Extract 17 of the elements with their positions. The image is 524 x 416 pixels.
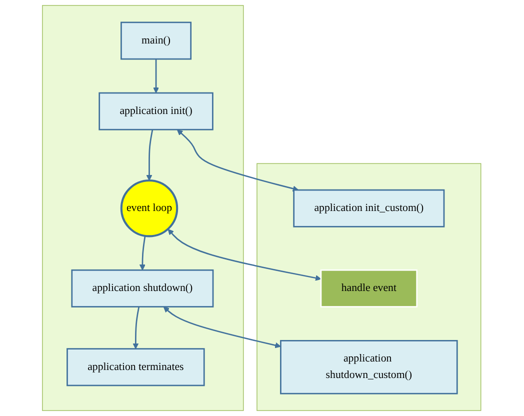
cluster (256, 163, 482, 411)
arrow (164, 306, 282, 348)
arrow (140, 236, 146, 270)
arrow (177, 130, 299, 192)
cluster (42, 5, 244, 411)
node-box: application init() (99, 92, 214, 130)
node-box: application init_custom() (294, 189, 446, 228)
arrow (153, 59, 160, 94)
arrow (133, 306, 140, 350)
node-circle: event loop (120, 179, 178, 238)
arrow (168, 228, 322, 281)
arrow (146, 129, 154, 181)
node-box: main() (120, 22, 192, 60)
node-box: application shutdown_custom() (280, 340, 458, 394)
node-box: application shutdown() (72, 269, 214, 308)
node-box: handle event (320, 269, 418, 308)
node-box: application terminates (66, 348, 206, 386)
